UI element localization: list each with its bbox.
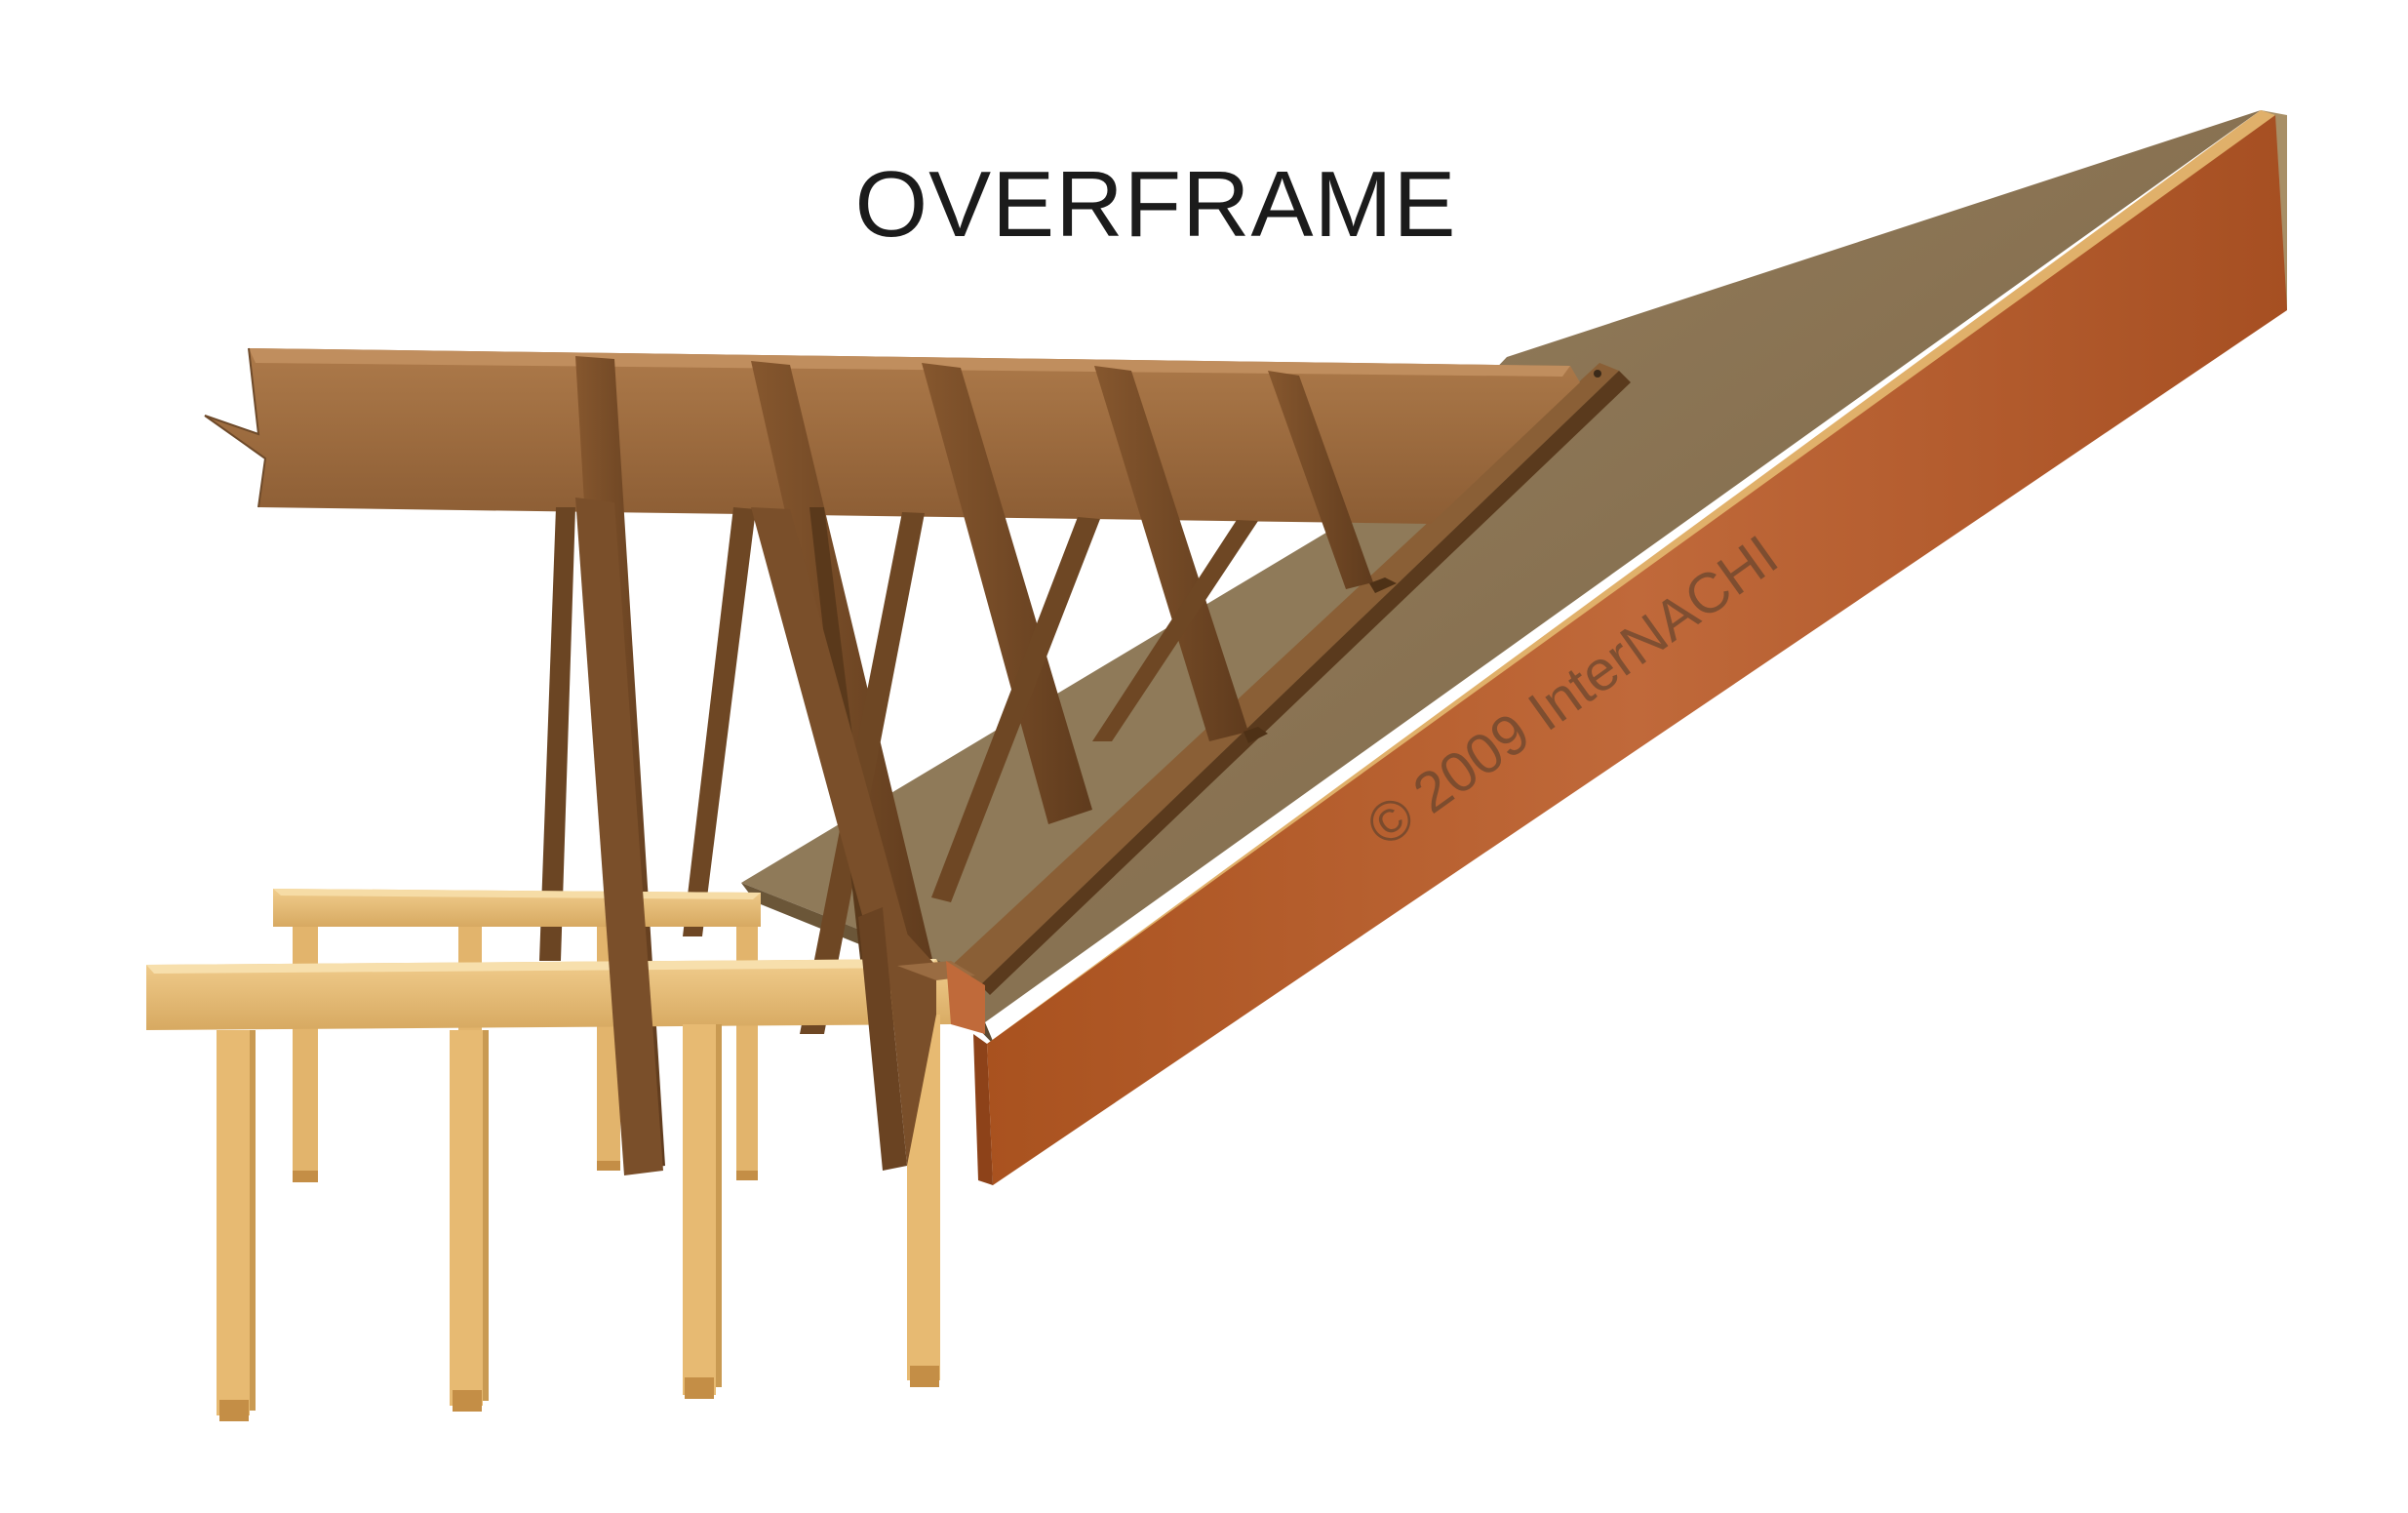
post — [683, 1024, 716, 1395]
front-rafter-tails — [575, 498, 985, 1175]
jack-rafter — [922, 363, 1092, 824]
front-beam — [146, 959, 951, 1030]
fascia-board — [973, 110, 2287, 1185]
valley-rafter — [946, 363, 1631, 995]
jack-rafter — [1268, 371, 1373, 589]
post — [450, 1030, 483, 1406]
jack-rafter — [1094, 366, 1248, 741]
overframe-ridge-board — [204, 347, 1580, 524]
post — [217, 1030, 250, 1415]
ceiling-framing — [146, 889, 951, 1421]
diagram-title: OVERFRAME — [854, 152, 1456, 257]
